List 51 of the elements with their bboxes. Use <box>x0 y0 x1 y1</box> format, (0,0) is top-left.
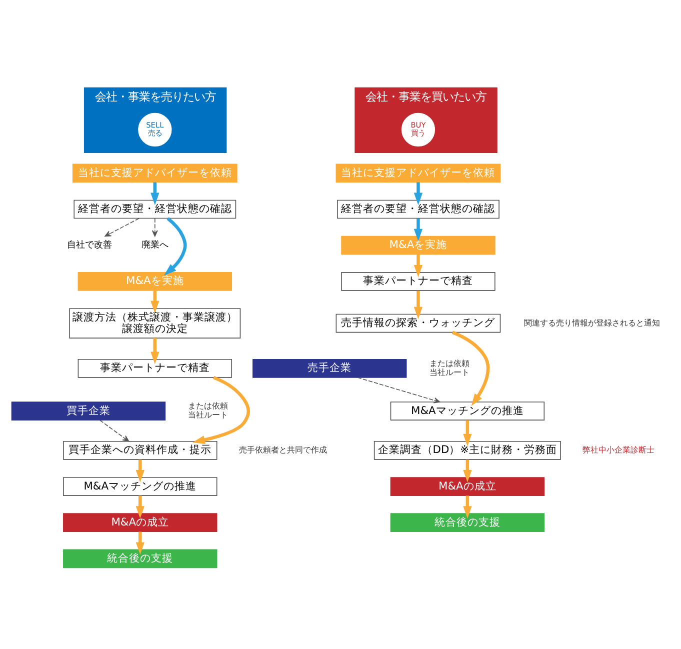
arrow <box>150 182 160 206</box>
node-box: 譲渡方法（株式譲渡・事業譲渡） 譲渡額の決定 <box>69 308 241 338</box>
node-box: 買手企業への資料作成・提示 <box>63 440 218 460</box>
arrow <box>192 376 250 444</box>
arrow <box>463 460 472 482</box>
node-box: M&Aの成立 <box>390 477 545 496</box>
arrow <box>136 496 144 518</box>
node-box: 売手企業 <box>252 358 407 378</box>
arrow <box>136 460 144 482</box>
node-box: 経営者の要望・経営状態の確認 <box>74 200 236 219</box>
arrow <box>414 290 423 320</box>
arrow <box>414 254 423 278</box>
node-label: または依頼 <box>188 400 228 411</box>
node-box: M&Aマッチングの推進 <box>63 477 218 496</box>
node-circle: BUY 買う <box>401 112 436 146</box>
node-box: 事業パートナーで精査 <box>78 358 232 378</box>
node-label: 当社ルート <box>429 366 470 377</box>
node-box: 当社に支援アドバイザーを依頼 <box>336 164 501 183</box>
node-box: M&Aを実施 <box>78 272 232 291</box>
node-box: M&Aマッチングの推進 <box>390 402 545 420</box>
node-box: M&Aを実施 <box>341 236 496 255</box>
arrow <box>463 496 472 518</box>
arrow <box>150 338 160 364</box>
node-circle: SELL 売る <box>138 112 172 146</box>
arrow <box>136 532 144 555</box>
node-label: 当社ルート <box>188 410 228 420</box>
node-box: 売手情報の探索・ウォッチング <box>336 314 501 333</box>
arrow <box>100 420 130 442</box>
node-label: または依頼 <box>429 358 470 368</box>
node-box: 統合後の支援 <box>390 513 545 532</box>
arrow <box>463 420 472 446</box>
arrow <box>414 182 423 206</box>
arrow <box>164 217 187 276</box>
arrow <box>104 218 140 237</box>
arrow <box>150 290 160 314</box>
node-box: 企業調査（DD）※主に財務・労務面 <box>374 440 561 460</box>
node-label: 売手依頼者と共同で作成 <box>238 444 327 454</box>
node-box: M&Aの成立 <box>63 513 218 532</box>
node-text: 自社で改善 <box>66 240 112 251</box>
node-box: 統合後の支援 <box>63 549 218 568</box>
node-label: 関連する売り情報が登録されると通知 <box>524 317 660 328</box>
arrow <box>414 218 423 242</box>
node-text: 廃業へ <box>141 240 168 251</box>
arrow <box>152 218 158 237</box>
node-box: 事業パートナーで精査 <box>341 272 496 291</box>
arrow <box>357 377 440 404</box>
node-box: 当社に支援アドバイザーを依頼 <box>72 164 238 183</box>
node-box: 経営者の要望・経営状態の確認 <box>337 200 500 219</box>
node-label: 弊社中小企業診断士 <box>582 444 654 454</box>
node-box: 買手企業 <box>11 402 166 420</box>
arrow <box>452 330 490 406</box>
